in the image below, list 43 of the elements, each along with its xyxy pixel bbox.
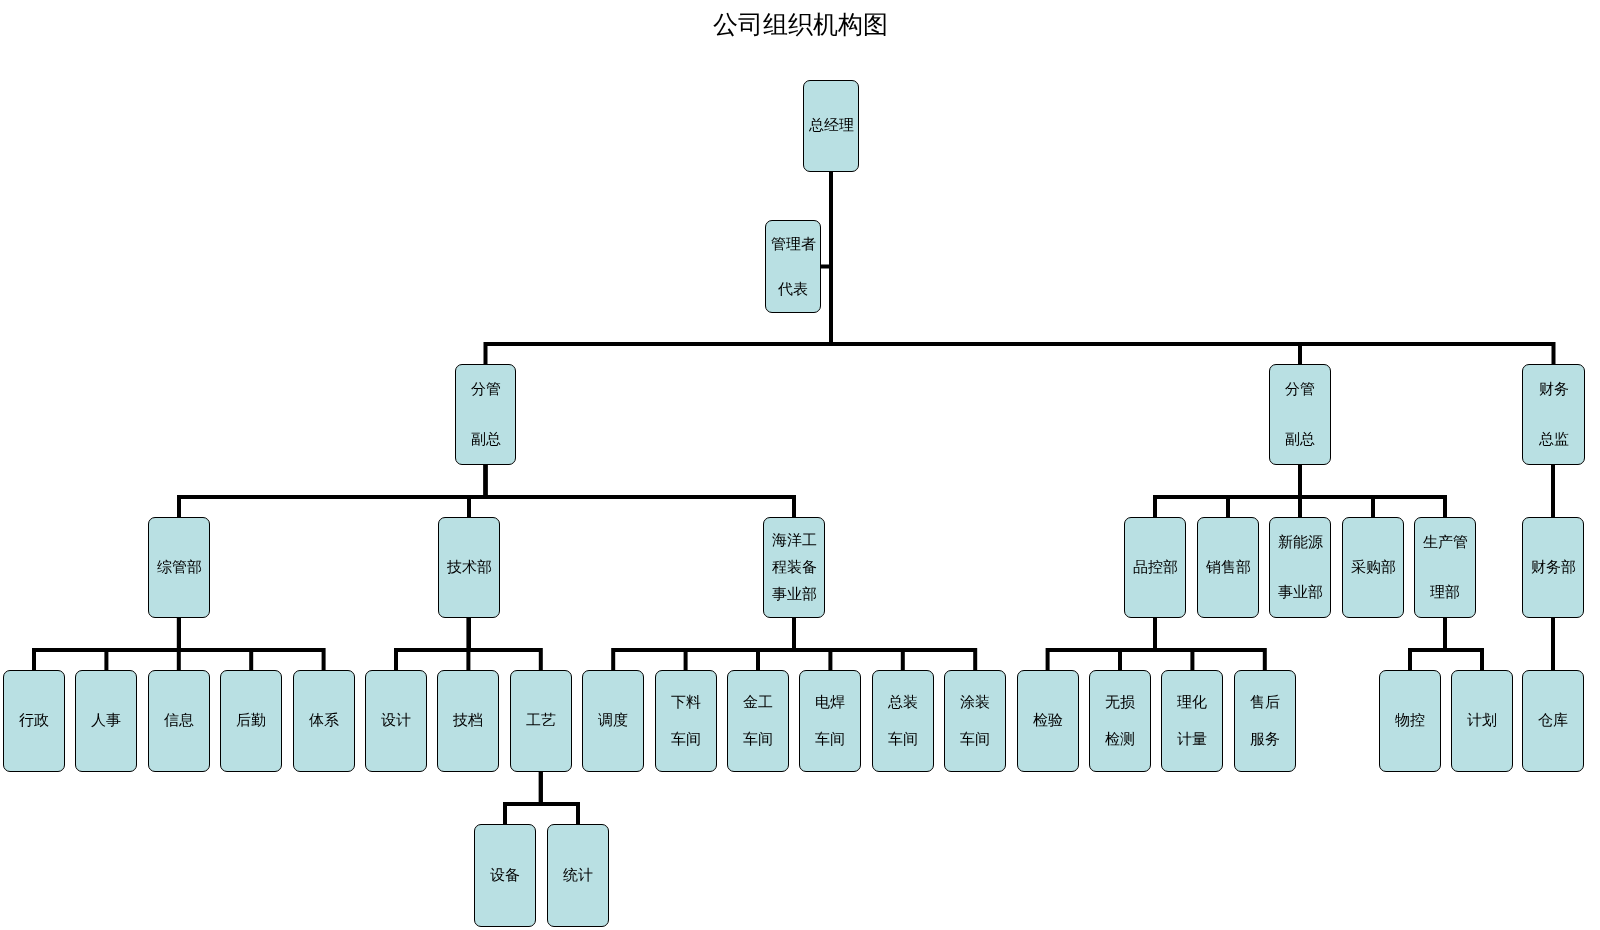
connector-line (466, 616, 471, 670)
connector-line (483, 465, 796, 517)
org-box: 后勤 (220, 670, 283, 772)
org-box: 下料车间 (654, 670, 717, 772)
org-box: 生产管理部 (1414, 517, 1476, 618)
org-box: 统计 (547, 824, 609, 927)
org-box: 分管副总 (455, 364, 516, 465)
chart-title: 公司组织机构图 (711, 9, 889, 41)
org-box: 海洋工程装备事业部 (763, 517, 825, 618)
org-box: 行政 (3, 670, 65, 772)
org-box: 涂装车间 (944, 670, 1007, 772)
org-box: 采购部 (1342, 517, 1404, 618)
org-box: 新能源事业部 (1269, 517, 1331, 618)
org-box: 总经理 (803, 80, 859, 172)
org-box: 售后服务 (1233, 670, 1296, 772)
org-box: 无损检测 (1089, 670, 1151, 772)
org-box: 财务总监 (1522, 364, 1585, 465)
org-box: 销售部 (1197, 517, 1259, 618)
org-box: 计划 (1451, 670, 1513, 772)
org-box: 调度 (582, 670, 645, 772)
org-box: 物控 (1379, 670, 1441, 772)
org-box: 技档 (437, 670, 500, 772)
org-box: 工艺 (509, 670, 572, 772)
org-box: 设备 (474, 824, 536, 927)
org-box: 技术部 (438, 517, 500, 618)
org-box: 检验 (1016, 670, 1079, 772)
org-box: 电焊车间 (799, 670, 862, 772)
org-box: 理化计量 (1161, 670, 1224, 772)
org-box: 品控部 (1124, 517, 1186, 618)
org-box: 分管副总 (1269, 364, 1331, 465)
connector-line (1551, 616, 1555, 670)
org-box: 金工车间 (727, 670, 789, 772)
connector-line (1551, 463, 1556, 517)
org-box: 综管部 (148, 517, 210, 618)
org-box: 总装车间 (871, 670, 934, 772)
org-box: 管理者代表 (765, 220, 821, 313)
org-box: 人事 (75, 670, 138, 772)
org-box: 仓库 (1522, 670, 1584, 772)
org-box: 体系 (292, 670, 355, 772)
org-box: 财务部 (1522, 517, 1584, 618)
org-box: 设计 (365, 670, 427, 772)
connector-line (538, 772, 580, 824)
org-box: 信息 (147, 670, 210, 772)
